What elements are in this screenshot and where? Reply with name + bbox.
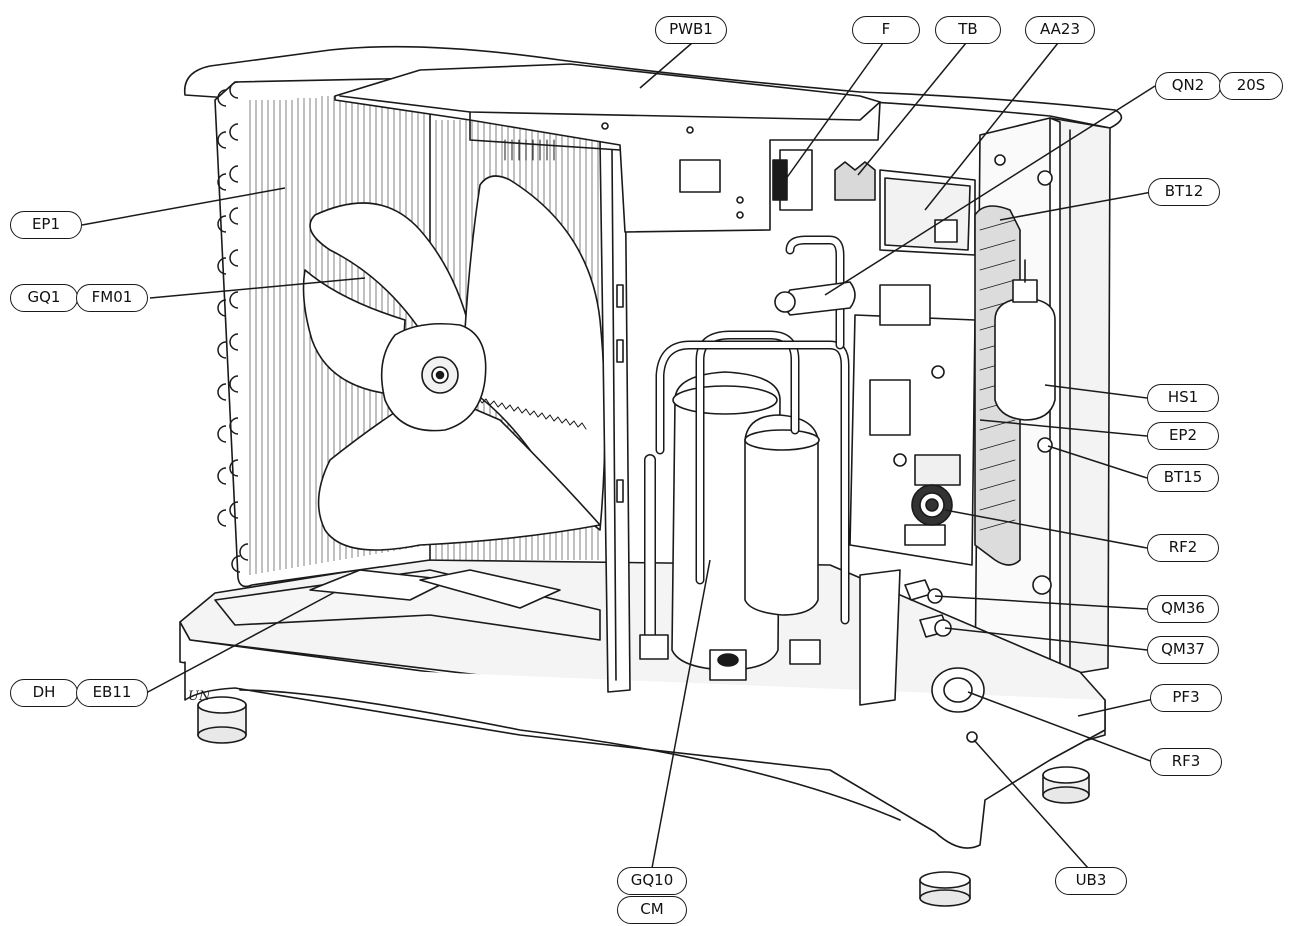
leader-f bbox=[777, 42, 884, 191]
label-bt12: BT12 bbox=[1148, 178, 1220, 206]
label-aa23: AA23 bbox=[1025, 16, 1095, 44]
leader-aa23 bbox=[924, 42, 1059, 211]
foot-front-left bbox=[197, 696, 247, 744]
foot-back-right bbox=[1042, 766, 1090, 804]
leader-bt12 bbox=[999, 191, 1153, 221]
leader-bt15 bbox=[1047, 445, 1148, 479]
base-skirt bbox=[184, 661, 1106, 849]
coil-return-bends bbox=[217, 81, 249, 573]
leader-ep1 bbox=[81, 187, 286, 226]
base-stamp: UN bbox=[188, 689, 211, 704]
label-rf3: RF3 bbox=[1150, 748, 1222, 776]
drain-ub3 bbox=[966, 731, 978, 743]
label-bt15: BT15 bbox=[1147, 464, 1219, 492]
leader-tb bbox=[857, 42, 967, 176]
label-qm36: QM36 bbox=[1147, 595, 1219, 623]
leader-qm36 bbox=[934, 595, 1148, 610]
label-20s: 20S bbox=[1219, 72, 1283, 100]
label-ep2: EP2 bbox=[1147, 422, 1219, 450]
fuse-holder bbox=[772, 159, 788, 201]
label-gq1: GQ1 bbox=[10, 284, 78, 312]
sensor-bt15 bbox=[1037, 437, 1053, 453]
leader-eb11 bbox=[145, 591, 336, 694]
leader-rf2 bbox=[944, 509, 1148, 549]
terminal-block bbox=[834, 161, 876, 201]
fan-blade-left bbox=[302, 269, 406, 396]
receiver-hs1 bbox=[994, 297, 1056, 421]
label-pwb1: PWB1 bbox=[655, 16, 727, 44]
label-gq10: GQ10 bbox=[617, 867, 687, 895]
label-dh: DH bbox=[10, 679, 78, 707]
label-hs1: HS1 bbox=[1147, 384, 1219, 412]
label-f: F bbox=[852, 16, 920, 44]
leader-fm01 bbox=[149, 277, 366, 299]
label-cm: CM bbox=[617, 896, 687, 924]
label-ub3: UB3 bbox=[1055, 867, 1127, 895]
fan-blade-serration bbox=[469, 394, 587, 430]
foot-front-right bbox=[919, 871, 971, 907]
label-pf3: PF3 bbox=[1150, 684, 1222, 712]
label-rf2: RF2 bbox=[1147, 534, 1219, 562]
leader-ub3 bbox=[973, 739, 1089, 869]
leader-qn2 bbox=[824, 85, 1156, 296]
label-ep1: EP1 bbox=[10, 211, 82, 239]
leader-gq10 bbox=[651, 559, 711, 869]
accumulator bbox=[744, 414, 819, 616]
leader-hs1 bbox=[1044, 384, 1148, 399]
leader-pwb1 bbox=[639, 42, 693, 89]
label-eb11: EB11 bbox=[76, 679, 148, 707]
service-valve-qm36 bbox=[904, 579, 932, 601]
leader-lines bbox=[81, 42, 1159, 869]
fan-blade-lower bbox=[317, 389, 601, 551]
leader-pf3 bbox=[1077, 697, 1159, 717]
label-tb: TB bbox=[935, 16, 1001, 44]
leader-ep2 bbox=[979, 419, 1148, 437]
label-fm01: FM01 bbox=[76, 284, 148, 312]
right-side-panel bbox=[1049, 117, 1111, 677]
leader-qm37 bbox=[944, 627, 1148, 651]
leader-rf3 bbox=[967, 691, 1154, 763]
label-qm37: QM37 bbox=[1147, 636, 1219, 664]
base-skirt-arch bbox=[239, 689, 901, 821]
fan-blade-upper bbox=[309, 202, 471, 346]
label-qn2: QN2 bbox=[1155, 72, 1221, 100]
